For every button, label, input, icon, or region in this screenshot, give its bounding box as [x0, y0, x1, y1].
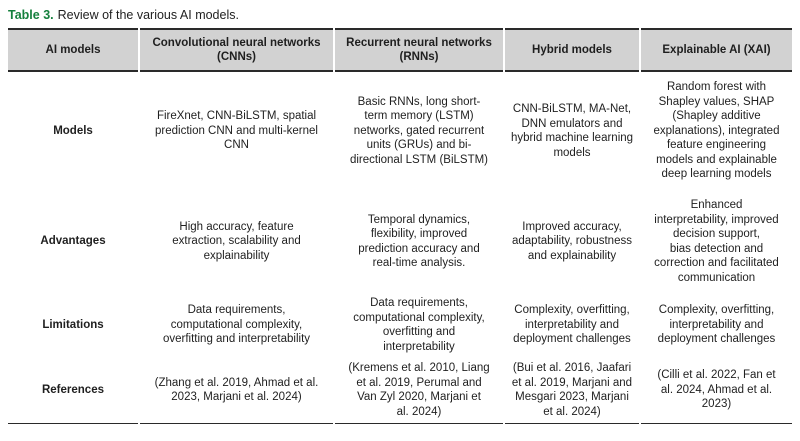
cell-limitations-cnn: Data requirements, computational complex… [162, 304, 311, 346]
table-caption: Table 3.Review of the various AI models. [8, 7, 800, 23]
table-caption-text: Review of the various AI models. [57, 8, 239, 22]
table-row-limitations: Limitations Data requirements, computati… [8, 293, 792, 357]
cell-references-xai: (Cilli et al. 2022, Fan et al. 2024, Ahm… [641, 357, 792, 424]
header-row: AI models Convolutional neural networks … [8, 28, 792, 72]
cell-models-xai: Random forest with Shapley values, SHAP … [653, 81, 780, 181]
header-cnn: Convolutional neural networks (CNNs) [140, 28, 333, 72]
cell-models-cnn: FireXnet, CNN-BiLSTM, spatial prediction… [155, 110, 318, 152]
table-number-label: Table 3. [8, 8, 54, 22]
header-ai-models: AI models [8, 28, 138, 72]
row-label-advantages: Advantages [40, 235, 106, 248]
row-label-models: Models [53, 124, 93, 137]
cell-references-cnn: (Zhang et al. 2019, Ahmad et al. 2023, M… [140, 357, 333, 424]
row-label-references: References [8, 357, 138, 424]
table-row-advantages: Advantages High accuracy, feature extrac… [8, 190, 792, 293]
cell-models-hybrid: CNN-BiLSTM, MA-Net, DNN emulators and hy… [510, 103, 634, 159]
ai-models-review-table: AI models Convolutional neural networks … [6, 28, 794, 424]
cell-advantages-rnn: Temporal dynamics, flexibility, improved… [358, 213, 480, 270]
cell-advantages-xai: Enhanced interpretability, improved deci… [654, 199, 779, 284]
header-rnn: Recurrent neural networks (RNNs) [335, 28, 503, 72]
cell-references-rnn: (Kremens et al. 2010, Liang et al. 2019,… [335, 357, 503, 424]
table-row-references: References (Zhang et al. 2019, Ahmad et … [8, 357, 792, 424]
row-label-limitations: Limitations [42, 318, 104, 331]
table-row-models: Models FireXnet, CNN-BiLSTM, spatial pre… [8, 72, 792, 190]
cell-models-rnn: Basic RNNs, long short- term memory (LST… [349, 95, 489, 166]
cell-advantages-cnn: High accuracy, feature extraction, scala… [172, 220, 301, 262]
cell-limitations-hybrid: Complexity, overfitting, interpretabilit… [513, 304, 631, 346]
cell-limitations-xai: Complexity, overfitting, interpretabilit… [657, 304, 776, 346]
cell-advantages-hybrid: Improved accuracy, adaptability, robustn… [512, 220, 632, 262]
header-xai: Explainable AI (XAI) [641, 28, 792, 72]
cell-references-hybrid: (Bui et al. 2016, Jaafari et al. 2019, M… [505, 357, 639, 424]
header-hybrid: Hybrid models [505, 28, 639, 72]
cell-limitations-rnn: Data requirements, computational complex… [353, 297, 485, 353]
